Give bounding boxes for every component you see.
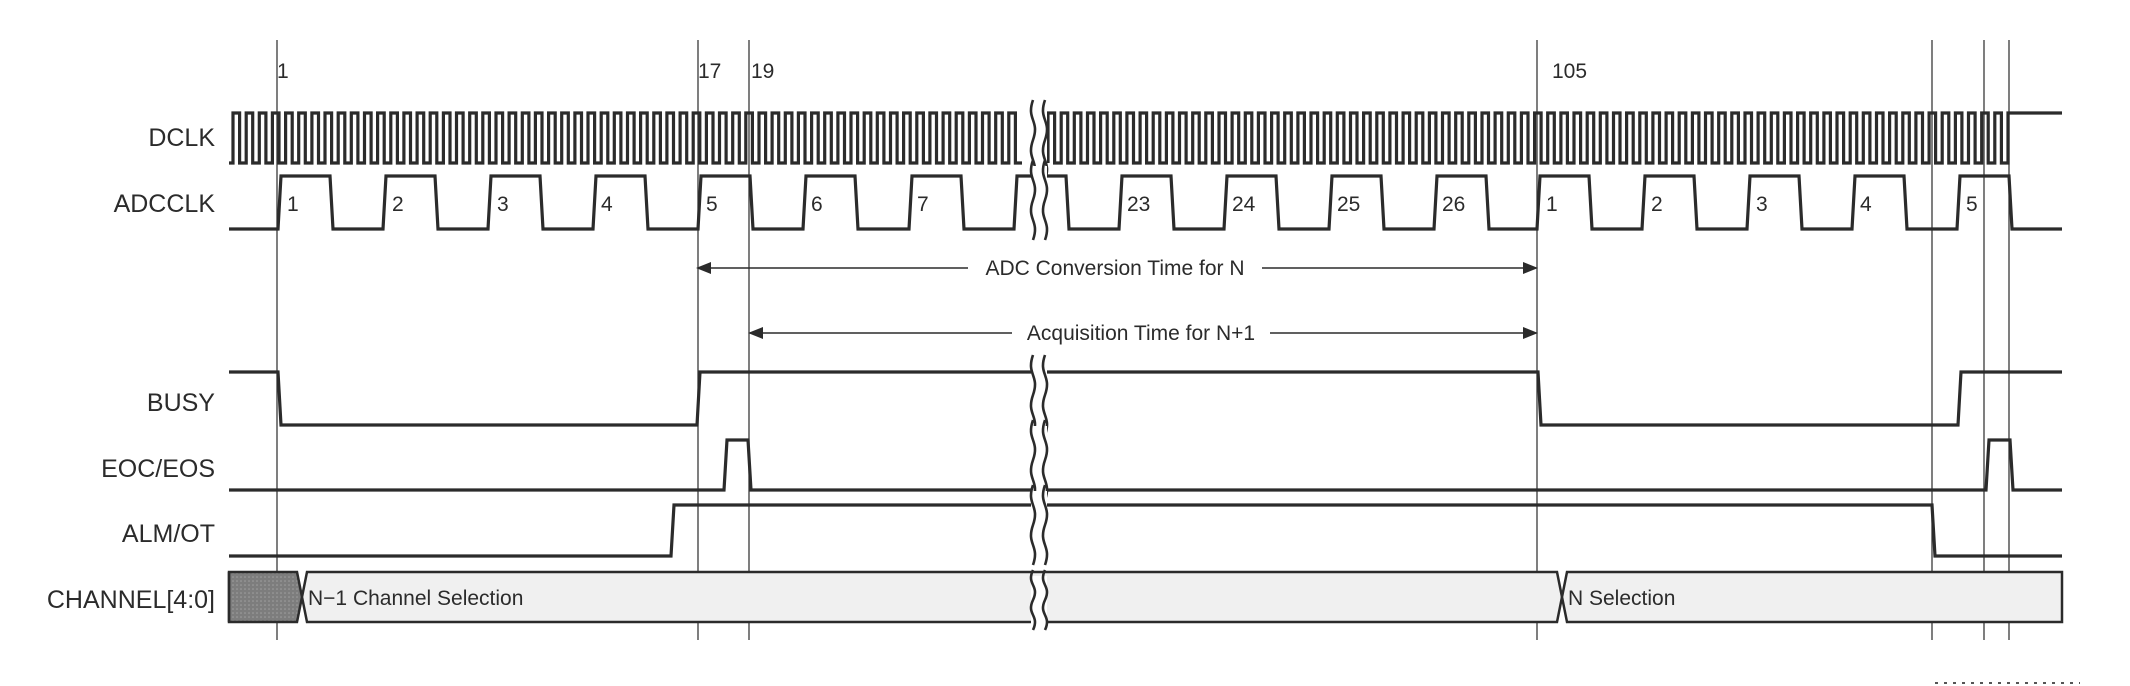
- break-squiggle: [1029, 419, 1037, 501]
- adcclk-cycle-number: 25: [1337, 193, 1360, 216]
- adcclk-cycle-number: 1: [1546, 193, 1558, 216]
- adcclk-cycle-number: 4: [1860, 193, 1872, 216]
- acquisition-time-arrow: [748, 327, 1538, 339]
- break-squiggle: [1029, 569, 1037, 631]
- adcclk-cycle-number: 5: [706, 193, 718, 216]
- break-squiggle: [1029, 484, 1037, 566]
- adcclk-cycle-number: 7: [917, 193, 929, 216]
- break-squiggle: [1041, 419, 1049, 501]
- break-squiggle: [1041, 159, 1049, 241]
- adcclk-cycle-number: 24: [1232, 193, 1256, 216]
- alm-ot-waveform: [229, 503, 2062, 558]
- adcclk-cycle-number: 2: [392, 193, 404, 216]
- break-squiggle: [1041, 354, 1049, 436]
- signal-label-adcclk: ADCCLK: [114, 190, 216, 218]
- adcclk-waveform: [229, 174, 2062, 231]
- adcclk-cycle-number: 3: [497, 193, 509, 216]
- break-squiggle: [1041, 569, 1049, 631]
- channel-bus: [227, 570, 2064, 624]
- marker-clock-19: 19: [751, 60, 774, 83]
- channel-prev-label: N−1 Channel Selection: [308, 587, 523, 610]
- time-break-marks: [1029, 99, 1049, 631]
- break-squiggle: [1041, 484, 1049, 566]
- channel-segment-next: [1560, 570, 2064, 624]
- adcclk-cycle-number: 4: [601, 193, 613, 216]
- adcclk-cycle-number: 1: [287, 193, 299, 216]
- busy-waveform: [229, 370, 2062, 427]
- adcclk-cycle-number: 5: [1966, 193, 1978, 216]
- channel-next-label: N Selection: [1568, 587, 1675, 610]
- conversion-time-label: ADC Conversion Time for N: [985, 257, 1244, 280]
- adcclk-cycle-number: 23: [1127, 193, 1150, 216]
- break-squiggle: [1029, 354, 1037, 436]
- adcclk-cycle-number: 26: [1442, 193, 1465, 216]
- marker-clock-1: 1: [277, 60, 289, 83]
- adcclk-cycle-number: 3: [1756, 193, 1768, 216]
- conversion-time-arrow: [696, 262, 1538, 274]
- adcclk-cycle-number: 2: [1651, 193, 1663, 216]
- signal-label-channel: CHANNEL[4:0]: [47, 586, 215, 614]
- signal-label-busy: BUSY: [147, 389, 215, 417]
- channel-undefined-segment: [227, 570, 304, 624]
- acquisition-time-label: Acquisition Time for N+1: [1027, 322, 1255, 345]
- dclk-waveform: [229, 111, 2062, 165]
- break-squiggle: [1029, 159, 1037, 241]
- signal-label-dclk: DCLK: [148, 124, 215, 152]
- marker-clock-105: 105: [1552, 60, 1587, 83]
- signal-label-eoc-eos: EOC/EOS: [101, 455, 215, 483]
- eoc-eos-waveform: [229, 438, 2062, 492]
- marker-clock-17: 17: [698, 60, 721, 83]
- signal-label-alm-ot: ALM/OT: [122, 520, 215, 548]
- adcclk-cycle-number: 6: [811, 193, 823, 216]
